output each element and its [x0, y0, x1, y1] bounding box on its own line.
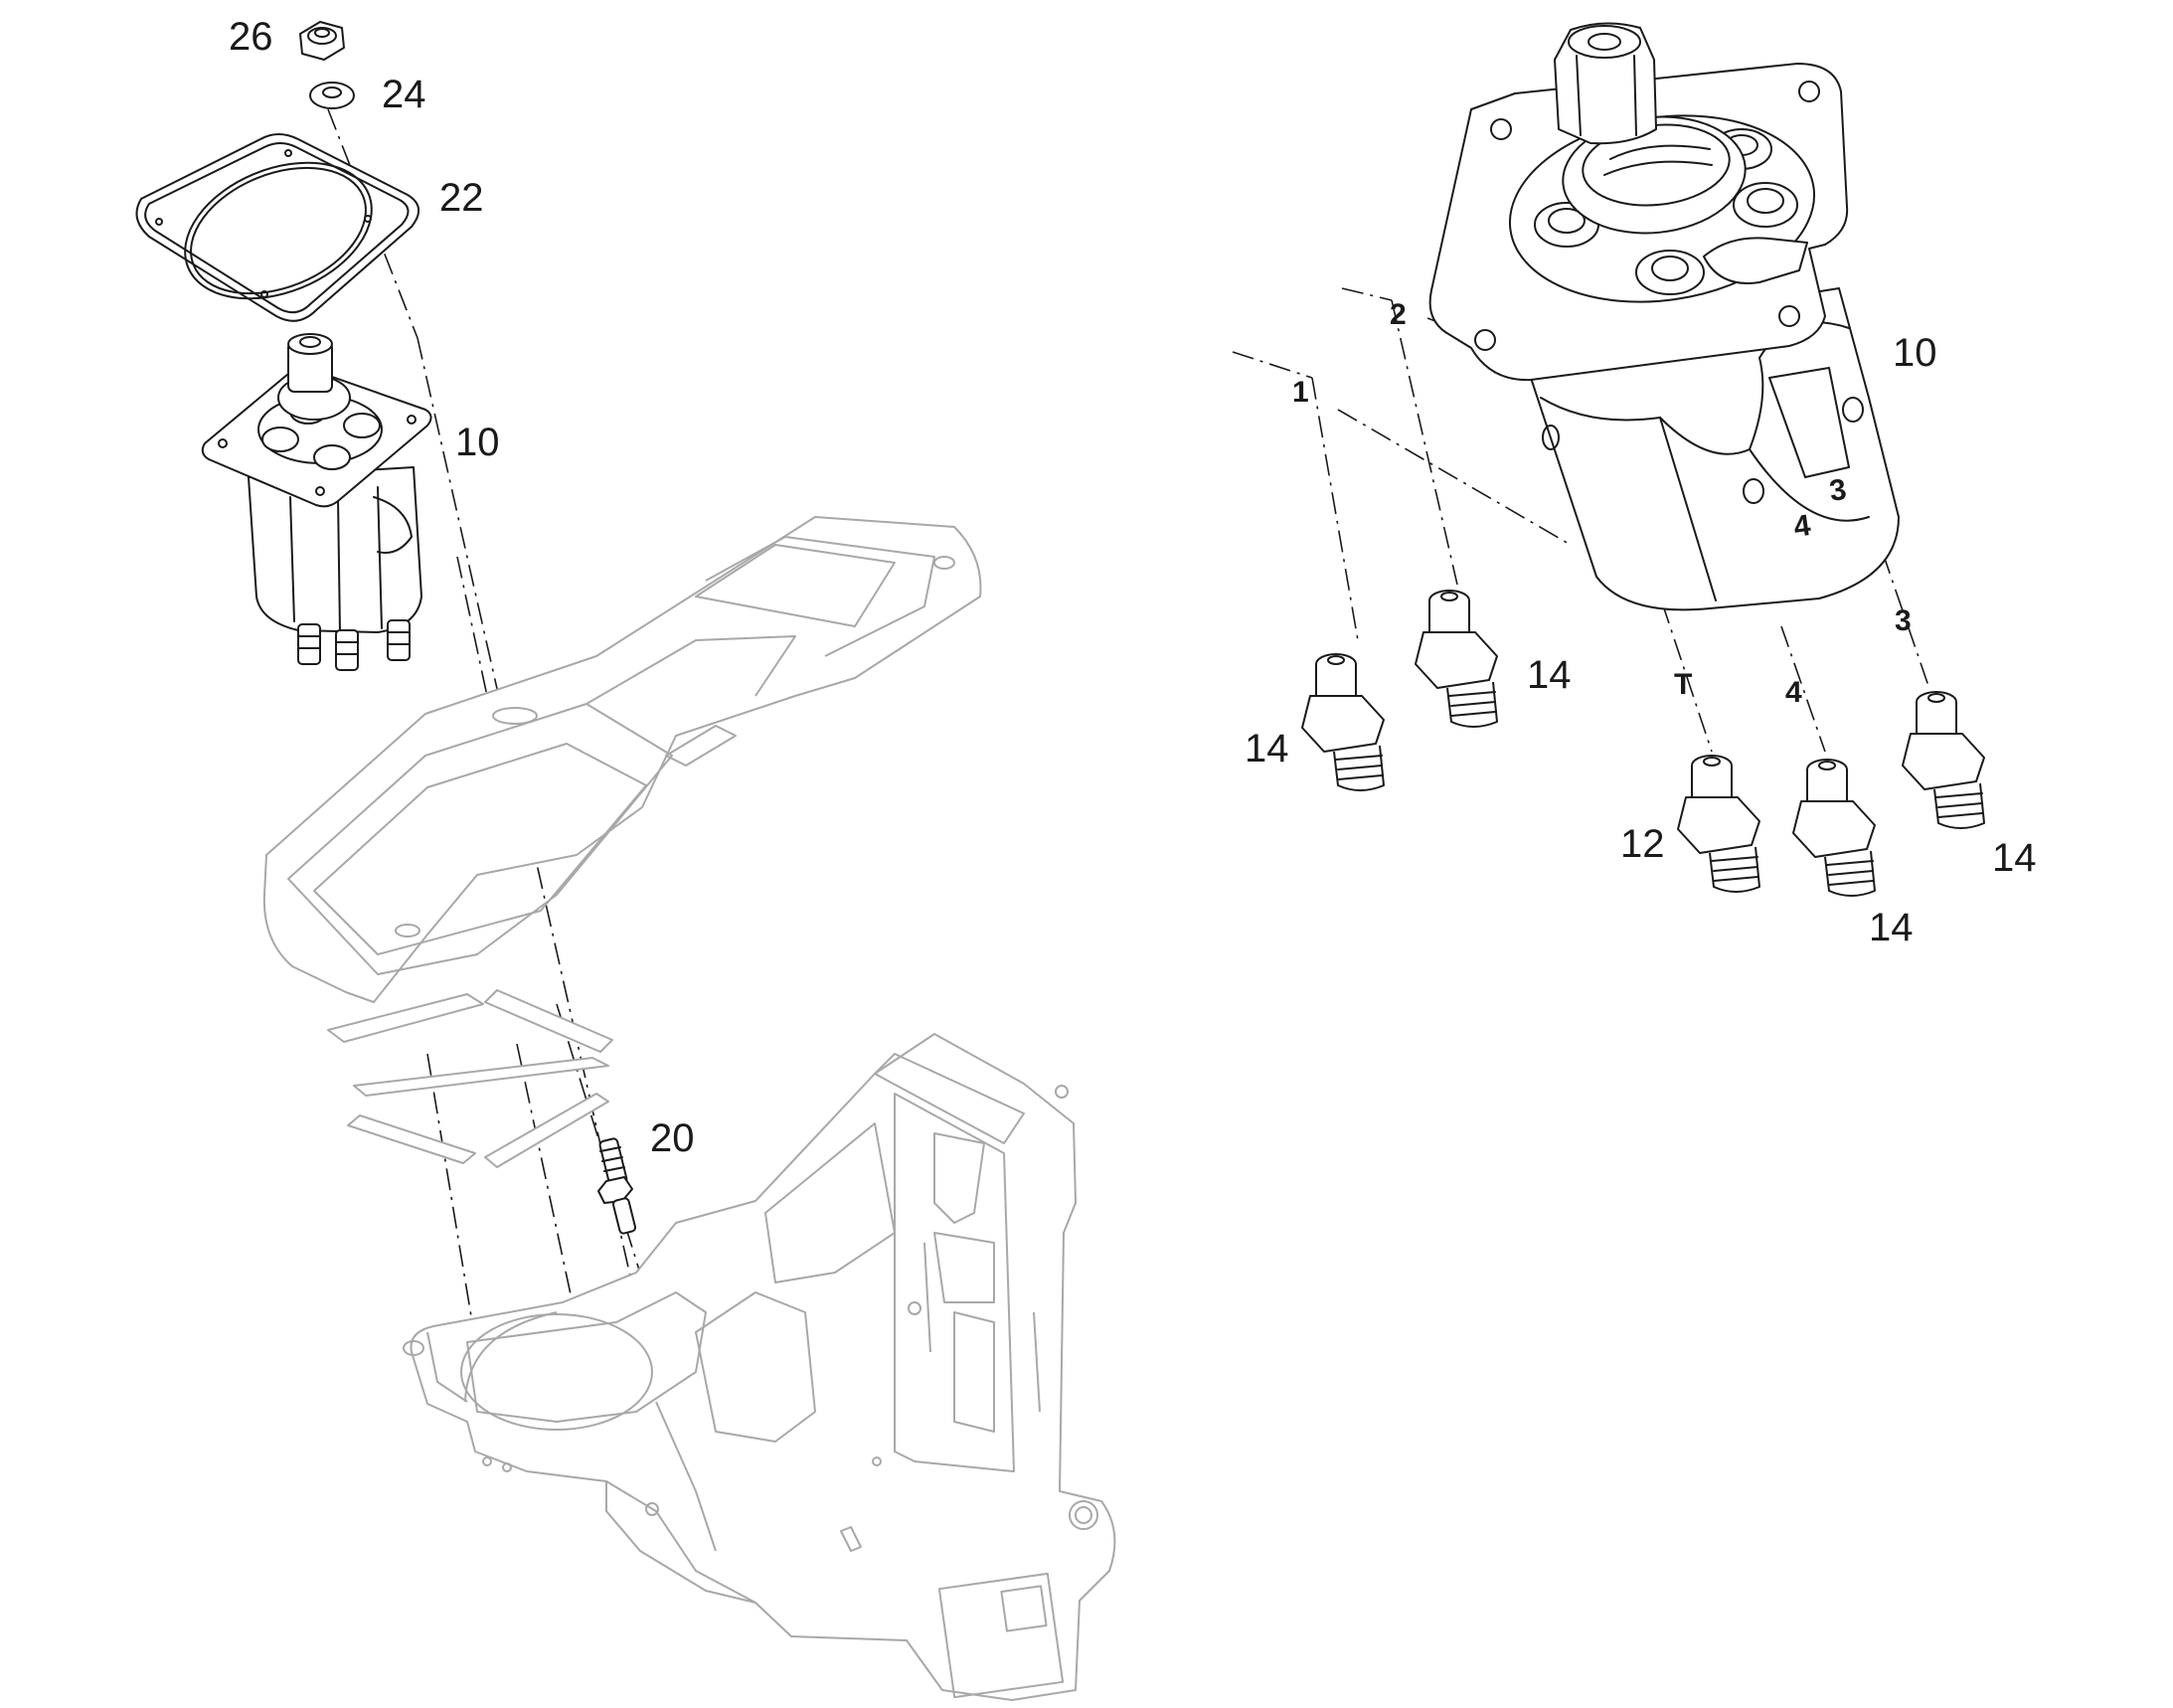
- callout-24: 24: [382, 73, 426, 116]
- port-label-2: 2: [1390, 298, 1407, 331]
- console-top-cover: [262, 516, 982, 1003]
- callout-14-d: 14: [1992, 836, 2037, 880]
- body-port-mark-3: 3: [1827, 473, 1848, 508]
- port-label-T: T: [1674, 668, 1692, 701]
- gasket-22: [135, 133, 419, 322]
- callout-26: 26: [229, 15, 273, 59]
- fitting-14-a: [1301, 653, 1385, 791]
- seal-strips: [327, 989, 613, 1168]
- fitting-12: [1677, 755, 1760, 893]
- pilot-valve-10-left: [201, 333, 432, 671]
- callout-10-right: 10: [1893, 331, 1937, 375]
- stud-20: [597, 1137, 637, 1235]
- callout-20: 20: [650, 1116, 695, 1160]
- fitting-14-c: [1792, 759, 1876, 897]
- console-frame: ​: [403, 1033, 1116, 1701]
- callout-14-b: 14: [1527, 653, 1572, 697]
- nut-26: [299, 21, 345, 61]
- callout-14-a: 14: [1245, 727, 1289, 770]
- port-label-1: 1: [1292, 376, 1309, 409]
- body-port-mark-4: 4: [1791, 509, 1812, 544]
- port-label-4: 4: [1785, 676, 1802, 709]
- pilot-valve-10-right: [1428, 22, 1900, 611]
- callout-12: 12: [1620, 822, 1665, 866]
- callout-14-c: 14: [1869, 906, 1914, 949]
- fitting-14-b: [1415, 590, 1498, 728]
- callout-22: 22: [439, 176, 484, 220]
- fitting-14-d: [1902, 691, 1985, 829]
- port-label-3: 3: [1895, 604, 1912, 637]
- callout-10-left: 10: [455, 421, 500, 464]
- washer-24: [309, 82, 355, 109]
